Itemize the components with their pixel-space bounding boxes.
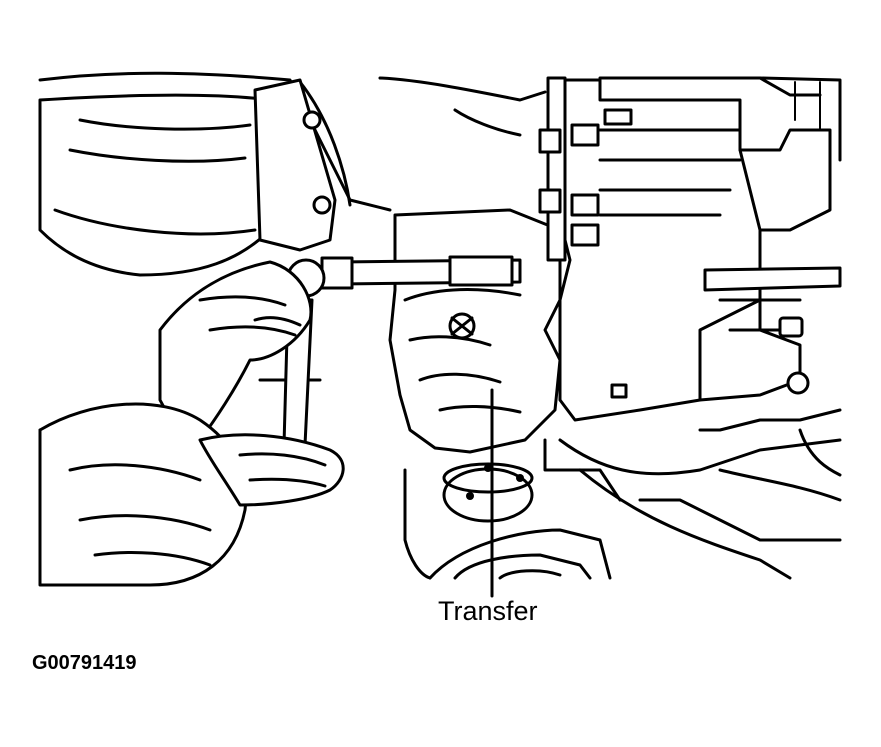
- underbody-structure: [38, 71, 842, 580]
- mechanic-arms: [38, 78, 345, 587]
- transfer-callout-label: Transfer: [438, 596, 538, 626]
- transmission-housing: [538, 76, 842, 422]
- figure-id: G00791419: [32, 652, 137, 674]
- wrench-tool: [282, 255, 522, 447]
